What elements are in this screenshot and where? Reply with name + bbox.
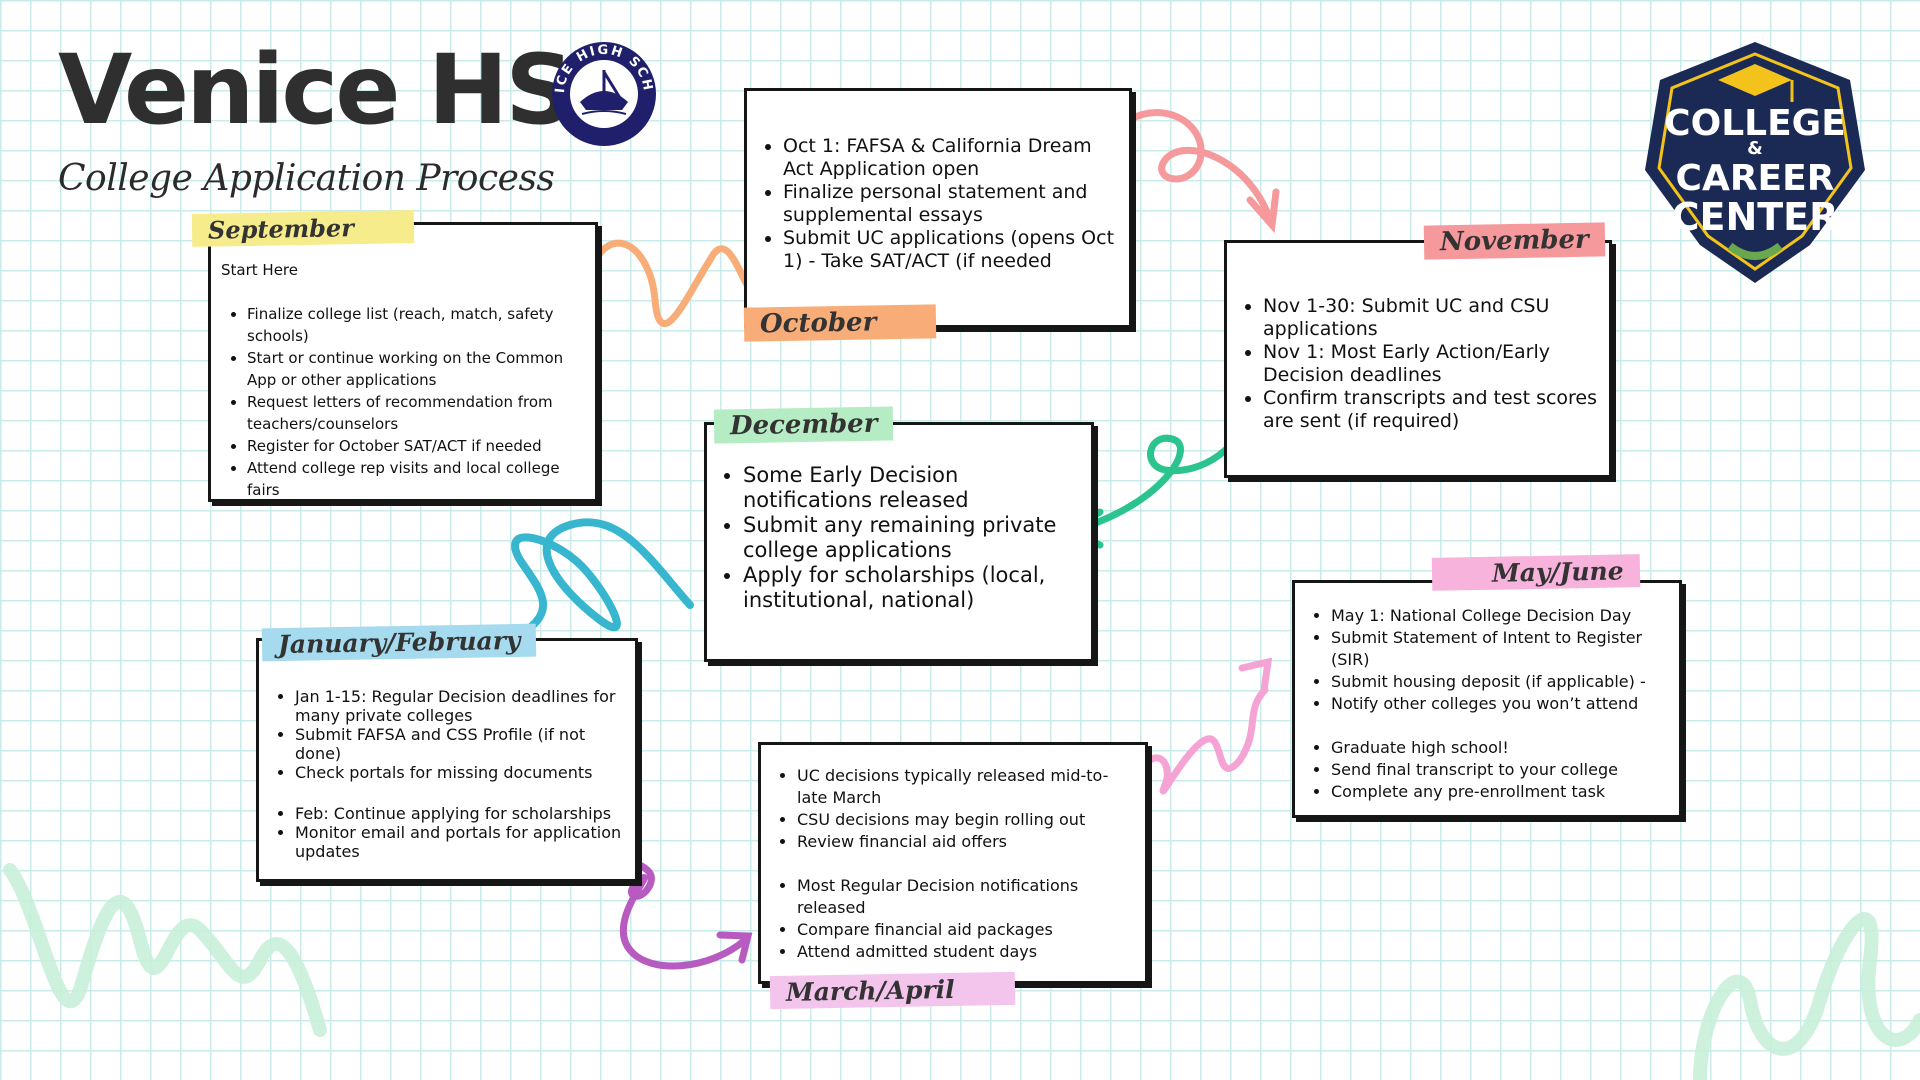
list-item: Finalize personal statement and suppleme… [783,181,1121,227]
october-list: Oct 1: FAFSA & California Dream Act Appl… [757,135,1121,273]
venice-high-school-seal: VENICE HIGH SCHOOL [550,40,656,146]
list-item: Complete any pre-enrollment task [1331,781,1671,803]
list-item: Oct 1: FAFSA & California Dream Act Appl… [783,135,1121,181]
arrowhead-janfeb-marapr [716,931,753,964]
list-item: CSU decisions may begin rolling out [797,809,1137,831]
list-item: Feb: Continue applying for scholarships [295,804,627,823]
mayjune-list: May 1: National College Decision Day Sub… [1305,605,1671,803]
list-item: Most Regular Decision notifications rele… [797,875,1137,919]
list-item: Check portals for missing documents [295,763,627,782]
label-marapr: March/April [769,971,1015,1010]
logo-word-career: CAREER [1676,158,1835,199]
college-career-center-logo: COLLEGE & CAREER CENTER [1645,42,1865,283]
list-item: Attend admitted student days [797,941,1137,963]
decor-scribble-right [1693,912,1920,1080]
list-item: Nov 1-30: Submit UC and CSU applications [1263,295,1599,341]
list-item: UC decisions typically released mid-to-l… [797,765,1137,809]
list-item: Compare financial aid packages [797,919,1137,941]
page-subtitle: College Application Process [58,158,555,199]
marapr-list: UC decisions typically released mid-to-l… [771,765,1137,963]
arrowhead-marapr-mayjune [1238,657,1273,694]
card-mayjune: May 1: National College Decision Day Sub… [1292,580,1682,818]
list-item: Finalize college list (reach, match, saf… [247,303,583,347]
list-item: Monitor email and portals for applicatio… [295,823,627,861]
card-december: Some Early Decision notifications releas… [704,422,1094,662]
list-item: Submit Statement of Intent to Register (… [1331,627,1671,671]
list-item: Attend college rep visits and local coll… [247,457,583,501]
label-december: December [713,406,894,444]
squiggle-arrow-marapr-mayjune [1124,686,1269,799]
label-janfeb: January/February [261,623,537,662]
squiggle-arrow-janfeb-marapr [606,821,749,970]
list-item: Apply for scholarships (local, instituti… [743,563,1083,613]
card-janfeb: Jan 1-15: Regular Decision deadlines for… [256,638,638,882]
decor-scribble-left [3,863,327,1037]
list-item: Send final transcript to your college [1331,759,1671,781]
november-list: Nov 1-30: Submit UC and CSU applications… [1237,295,1599,433]
list-item: Graduate high school! [1331,737,1671,759]
september-list: Finalize college list (reach, match, saf… [221,303,583,501]
page-title: Venice HS [58,34,574,146]
logo-word-college: COLLEGE [1664,103,1846,144]
squiggle-arrow-oct-nov [1108,109,1274,224]
list-item: Submit housing deposit (if applicable) - [1331,671,1671,693]
label-november: November [1423,222,1605,260]
list-item: Register for October SAT/ACT if needed [247,435,583,457]
label-mayjune: May/June [1431,554,1640,591]
squiggle-arrow-nov-dec [1071,391,1259,534]
logo-word-center: CENTER [1672,195,1839,239]
list-item: May 1: National College Decision Day [1331,605,1671,627]
list-item: Review financial aid offers [797,831,1137,853]
list-item: Request letters of recommendation from t… [247,391,583,435]
squiggle-dec-janfeb [511,518,694,639]
card-september: Start Here Finalize college list (reach,… [208,222,598,502]
card-marapr: UC decisions typically released mid-to-l… [758,742,1148,984]
logo-ampersand: & [1747,138,1763,159]
arrowhead-oct-nov [1246,188,1280,234]
list-item: Jan 1-15: Regular Decision deadlines for… [295,687,627,725]
list-item: Some Early Decision notifications releas… [743,463,1083,513]
december-list: Some Early Decision notifications releas… [717,463,1083,613]
label-september: September [191,210,415,247]
squiggle-arrow-sep-oct [576,239,764,328]
list-item: Notify other colleges you won’t attend [1331,693,1671,715]
list-item: Submit any remaining private college app… [743,513,1083,563]
september-intro: Start Here [221,261,298,279]
list-item: Submit UC applications (opens Oct 1) - T… [783,227,1121,273]
label-october: October [743,304,937,342]
janfeb-list: Jan 1-15: Regular Decision deadlines for… [269,687,627,861]
card-october: Oct 1: FAFSA & California Dream Act Appl… [744,88,1132,328]
list-item: Confirm transcripts and test scores are … [1263,387,1599,433]
list-item: Submit FAFSA and CSS Profile (if not don… [295,725,627,763]
card-november: Nov 1-30: Submit UC and CSU applications… [1224,240,1612,478]
list-item: Nov 1: Most Early Action/Early Decision … [1263,341,1599,387]
list-item: Start or continue working on the Common … [247,347,583,391]
